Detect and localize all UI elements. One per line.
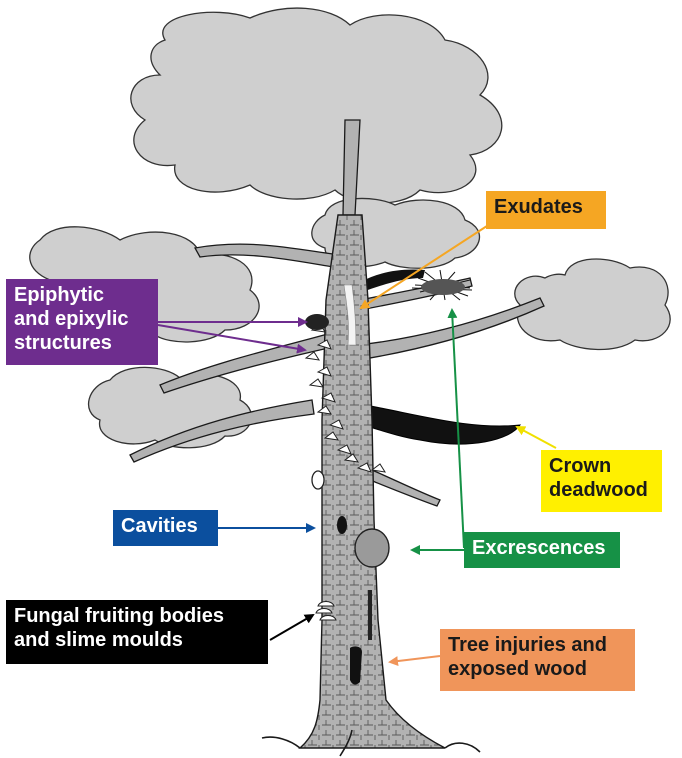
bark-crack [368, 590, 372, 640]
burl-excrescence [355, 529, 389, 567]
foliage-cloud-bottom-left [89, 367, 252, 447]
label-crown-deadwood: Crown deadwood [541, 450, 662, 512]
knot [312, 471, 324, 489]
label-cavities-text: Cavities [121, 514, 210, 538]
dead-branch [363, 405, 520, 444]
wound [350, 646, 362, 684]
label-epiphytic-line-1: Epiphytic [14, 283, 150, 307]
label-epiphytic-line-3: structures [14, 331, 150, 355]
label-epiphytic-line-2: and epixylic [14, 307, 150, 331]
arrow-injuries [390, 656, 440, 662]
label-exudates-text: Exudates [494, 195, 598, 219]
label-fungal-fruiting-bodies: Fungal fruiting bodies and slime moulds [6, 600, 268, 664]
epiphyte-clump [305, 314, 329, 330]
label-injuries-line-1: Tree injuries and [448, 633, 627, 657]
label-crown-line-2: deadwood [549, 478, 654, 502]
arrow-crown-deadwood [517, 427, 556, 448]
arrow-fungal [270, 615, 313, 640]
label-cavities: Cavities [113, 510, 218, 546]
label-excrescences: Excrescences [464, 532, 620, 568]
label-injuries-line-2: exposed wood [448, 657, 627, 681]
label-exudates: Exudates [486, 191, 606, 229]
label-epiphytic-epixylic-structures: Epiphytic and epixylic structures [6, 279, 158, 365]
foliage-cloud-top [131, 8, 502, 203]
cavity-hole [337, 516, 347, 534]
label-crown-line-1: Crown [549, 454, 654, 478]
label-excrescences-text: Excrescences [472, 536, 612, 560]
label-fungal-line-1: Fungal fruiting bodies [14, 604, 260, 628]
label-fungal-line-2: and slime moulds [14, 628, 260, 652]
label-tree-injuries: Tree injuries and exposed wood [440, 629, 635, 691]
